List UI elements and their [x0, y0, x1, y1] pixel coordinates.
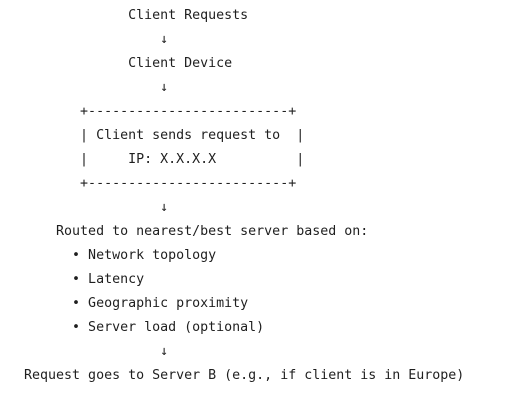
bullet-geographic-proximity: • Geographic proximity	[0, 296, 249, 311]
box-line-ip: | IP: X.X.X.X |	[0, 152, 305, 167]
arrow-down-3: ↓	[0, 200, 169, 215]
bullet-latency: • Latency	[0, 272, 145, 287]
label-client-device: Client Device	[0, 56, 233, 71]
bullet-network-topology: • Network topology	[0, 248, 217, 263]
label-routed-to: Routed to nearest/best server based on:	[0, 224, 369, 239]
box-line-client-sends: | Client sends request to |	[0, 128, 305, 143]
box-top-border: +-------------------------+	[0, 104, 297, 119]
label-client-requests: Client Requests	[0, 8, 249, 23]
arrow-down-1: ↓	[0, 32, 169, 47]
box-bottom-border: +-------------------------+	[0, 176, 297, 191]
label-request-goes-to: Request goes to Server B (e.g., if clien…	[0, 368, 465, 383]
bullet-server-load: • Server load (optional)	[0, 320, 265, 335]
arrow-down-2: ↓	[0, 80, 169, 95]
arrow-down-4: ↓	[0, 344, 169, 359]
